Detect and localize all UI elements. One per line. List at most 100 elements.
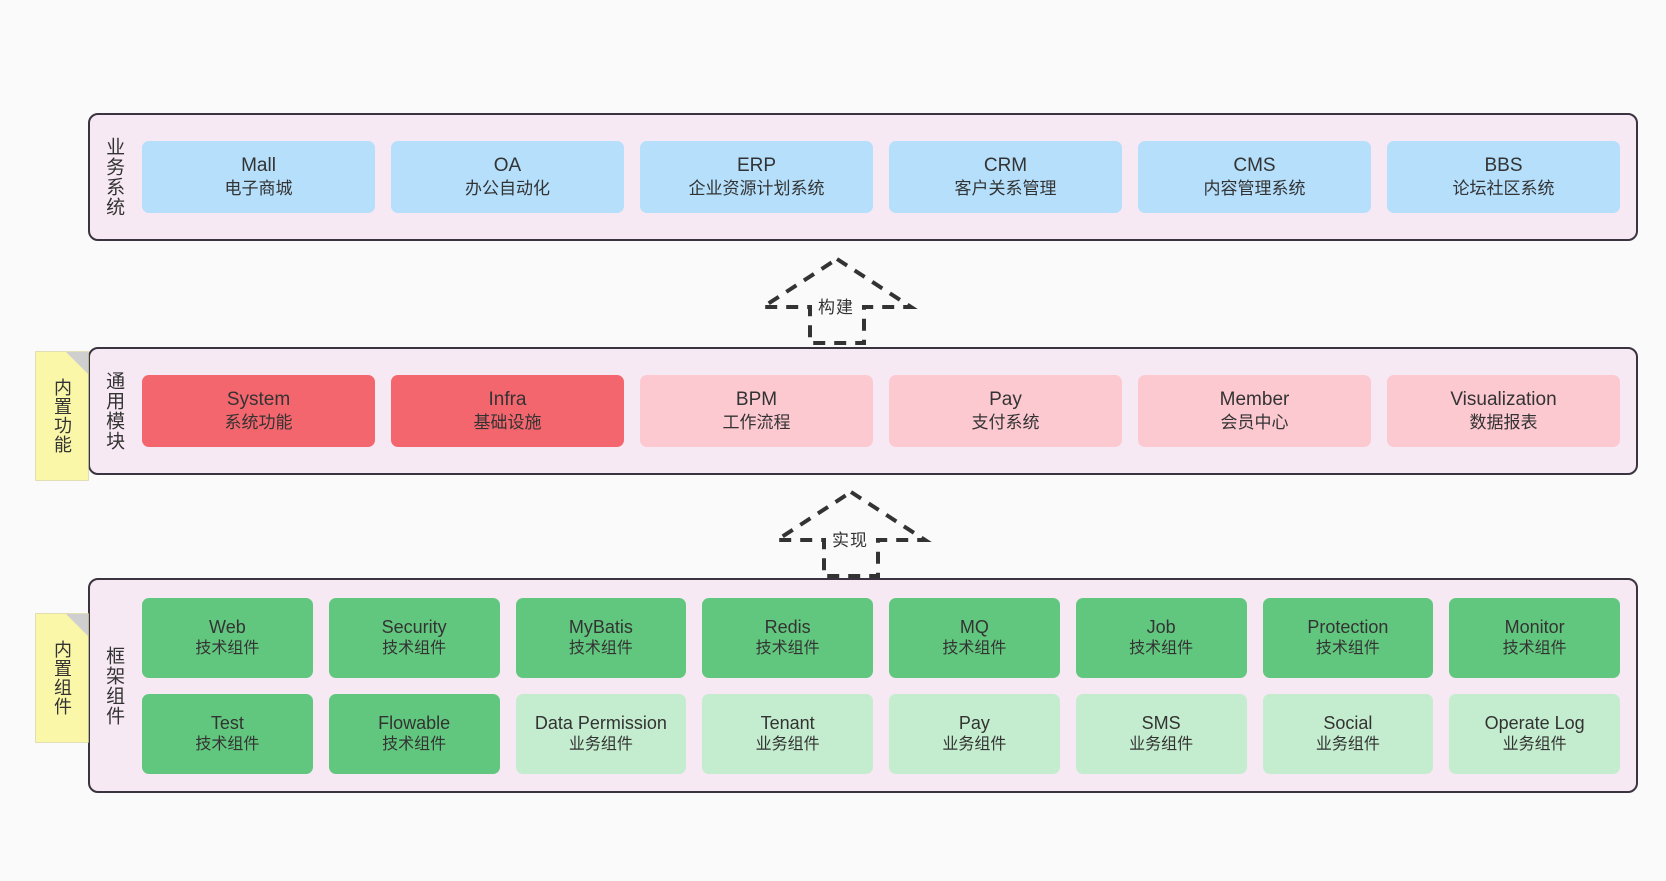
card-test[interactable]: Test 技术组件 [142, 693, 313, 774]
card-title: System [226, 388, 291, 410]
card-bpm[interactable]: BPM 工作流程 [640, 375, 873, 447]
card-title: Web [209, 616, 246, 637]
card-title: ERP [736, 154, 777, 176]
card-title: Job [1146, 616, 1176, 637]
card-erp[interactable]: ERP 企业资源计划系统 [640, 141, 873, 213]
note-label: 内置功能 [52, 378, 72, 454]
card-subtitle: 内容管理系统 [1203, 179, 1306, 199]
layer-body-framework-component: Web 技术组件 Security 技术组件 MyBatis 技术组件 Redi… [136, 580, 1636, 791]
card-title: BBS [1484, 154, 1523, 176]
card-subtitle: 技术组件 [1315, 639, 1380, 657]
card-data-permission[interactable]: Data Permission 业务组件 [515, 693, 687, 774]
card-title: Visualization [1450, 388, 1557, 410]
card-subtitle: 业务组件 [1129, 735, 1194, 753]
card-row: Mall 电子商城 OA 办公自动化 ERP 企业资源计划系统 CRM 客户关系… [142, 141, 1620, 213]
layer-title-business-system: 业务系统 [103, 137, 125, 217]
card-title: CRM [983, 154, 1028, 176]
card-title: Infra [488, 388, 527, 410]
card-pay-business[interactable]: Pay 业务组件 [889, 693, 1060, 774]
card-pay[interactable]: Pay 支付系统 [889, 375, 1122, 447]
card-title: MQ [959, 616, 989, 637]
card-subtitle: 技术组件 [382, 735, 447, 753]
card-subtitle: 技术组件 [755, 639, 820, 657]
card-protection[interactable]: Protection 技术组件 [1262, 597, 1434, 678]
card-infra[interactable]: Infra 基础设施 [391, 375, 624, 447]
card-title: Protection [1307, 616, 1389, 637]
card-title: Test [210, 712, 244, 733]
card-title: Member [1219, 388, 1290, 410]
layer-common-module: 通用模块 System 系统功能 Infra 基础设施 BPM 工作流程 Pay… [88, 347, 1638, 475]
card-flowable[interactable]: Flowable 技术组件 [328, 693, 500, 774]
card-subtitle: 技术组件 [195, 639, 260, 657]
card-subtitle: 技术组件 [1129, 639, 1194, 657]
card-subtitle: 业务组件 [1502, 735, 1567, 753]
card-cms[interactable]: CMS 内容管理系统 [1138, 141, 1371, 213]
note-builtin-component: 内置组件 [36, 614, 88, 742]
card-social[interactable]: Social 业务组件 [1262, 693, 1434, 774]
card-title: Tenant [760, 712, 815, 733]
card-subtitle: 技术组件 [1502, 639, 1567, 657]
card-subtitle: 会员中心 [1220, 413, 1289, 433]
note-fold-corner-icon [66, 352, 88, 374]
card-subtitle: 业务组件 [568, 735, 633, 753]
card-bbs[interactable]: BBS 论坛社区系统 [1387, 141, 1620, 213]
arrow-build: 构建 [752, 255, 922, 347]
card-subtitle: 数据报表 [1469, 413, 1538, 433]
card-visualization[interactable]: Visualization 数据报表 [1387, 375, 1620, 447]
card-tenant[interactable]: Tenant 业务组件 [702, 693, 873, 774]
note-fold-corner-icon [66, 614, 88, 636]
card-title: Data Permission [534, 712, 667, 733]
card-title: Monitor [1504, 616, 1565, 637]
card-title: Pay [989, 388, 1022, 410]
card-title: SMS [1141, 712, 1181, 733]
card-subtitle: 系统功能 [224, 413, 293, 433]
card-subtitle: 业务组件 [1315, 735, 1380, 753]
card-system[interactable]: System 系统功能 [142, 375, 375, 447]
card-redis[interactable]: Redis 技术组件 [702, 597, 873, 678]
card-monitor[interactable]: Monitor 技术组件 [1449, 597, 1620, 678]
card-operate-log[interactable]: Operate Log 业务组件 [1449, 693, 1620, 774]
card-mall[interactable]: Mall 电子商城 [142, 141, 375, 213]
card-subtitle: 办公自动化 [465, 179, 550, 199]
card-oa[interactable]: OA 办公自动化 [391, 141, 624, 213]
card-subtitle: 技术组件 [382, 639, 447, 657]
card-subtitle: 工作流程 [722, 413, 791, 433]
card-row-business: Test 技术组件 Flowable 技术组件 Data Permission … [142, 693, 1620, 774]
card-title: Flowable [378, 712, 451, 733]
card-subtitle: 电子商城 [224, 179, 293, 199]
layer-body-common-module: System 系统功能 Infra 基础设施 BPM 工作流程 Pay 支付系统… [136, 349, 1636, 473]
card-title: Security [381, 616, 447, 637]
card-mq[interactable]: MQ 技术组件 [889, 597, 1060, 678]
card-title: Mall [241, 154, 276, 176]
card-mybatis[interactable]: MyBatis 技术组件 [515, 597, 687, 678]
card-subtitle: 企业资源计划系统 [688, 179, 825, 199]
card-subtitle: 支付系统 [971, 413, 1040, 433]
card-row-tech: Web 技术组件 Security 技术组件 MyBatis 技术组件 Redi… [142, 597, 1620, 678]
card-subtitle: 技术组件 [942, 639, 1007, 657]
card-sms[interactable]: SMS 业务组件 [1075, 693, 1247, 774]
card-security[interactable]: Security 技术组件 [328, 597, 500, 678]
card-crm[interactable]: CRM 客户关系管理 [889, 141, 1122, 213]
card-title: BPM [735, 388, 778, 410]
layer-framework-component: 框架组件 Web 技术组件 Security 技术组件 MyBatis 技术组件… [88, 578, 1638, 793]
arrow-build-label: 构建 [818, 298, 854, 317]
card-title: Operate Log [1484, 712, 1585, 733]
card-subtitle: 业务组件 [755, 735, 820, 753]
arrow-implement: 实现 [766, 488, 936, 580]
card-subtitle: 技术组件 [195, 735, 260, 753]
note-builtin-function: 内置功能 [36, 352, 88, 480]
card-row: System 系统功能 Infra 基础设施 BPM 工作流程 Pay 支付系统… [142, 375, 1620, 447]
card-subtitle: 业务组件 [942, 735, 1007, 753]
arrow-build-glyph [756, 256, 918, 345]
card-title: Pay [958, 712, 990, 733]
card-subtitle: 客户关系管理 [954, 179, 1057, 199]
card-web[interactable]: Web 技术组件 [142, 597, 313, 678]
arrow-implement-glyph [770, 489, 932, 578]
card-member[interactable]: Member 会员中心 [1138, 375, 1371, 447]
layer-title-common-module: 通用模块 [103, 371, 125, 451]
card-job[interactable]: Job 技术组件 [1075, 597, 1247, 678]
card-subtitle: 论坛社区系统 [1452, 179, 1555, 199]
note-label: 内置组件 [52, 640, 72, 716]
card-subtitle: 基础设施 [473, 413, 542, 433]
